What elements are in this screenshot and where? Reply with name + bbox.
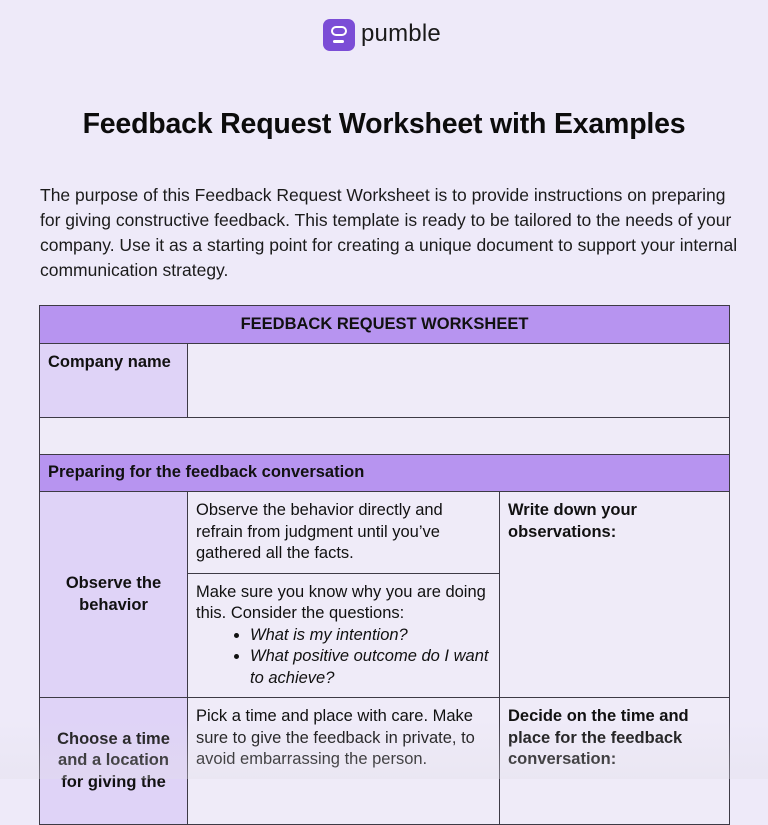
feedback-worksheet-table: FEEDBACK REQUEST WORKSHEET Company name … (38, 305, 731, 825)
time-place-field[interactable]: Decide on the time and place for the fee… (498, 697, 731, 825)
company-name-field[interactable] (186, 343, 731, 418)
company-name-label: Company name (39, 343, 188, 418)
instruction-observe-2: Make sure you know why you are doing thi… (187, 572, 500, 698)
brand-name: pumble (361, 19, 441, 47)
row-label-choose-time: Choose a time and a location for giving … (39, 697, 188, 825)
list-item: What positive outcome do I want to achie… (250, 646, 491, 689)
page-title: Feedback Request Worksheet with Examples (82, 108, 686, 140)
instruction-observe-1: Observe the behavior directly and refrai… (187, 491, 500, 574)
row-label-observe: Observe the behavior (39, 491, 188, 698)
observations-prompt: Write down your observations: (508, 501, 637, 541)
blank-row[interactable] (38, 417, 731, 455)
intro-paragraph: The purpose of this Feedback Request Wor… (40, 185, 738, 280)
instruction-observe-2-text: Make sure you know why you are doing thi… (196, 582, 486, 623)
intention-questions-list: What is my intention? What positive outc… (196, 625, 491, 690)
observations-field[interactable]: Write down your observations: (498, 491, 731, 698)
instruction-choose-time: Pick a time and place with care. Make su… (187, 697, 500, 825)
time-place-prompt: Decide on the time and place for the fee… (508, 707, 689, 768)
brand-logo: pumble (323, 19, 441, 51)
pumble-chat-bubble-icon (323, 19, 355, 51)
section-title: Preparing for the feedback conversation (38, 454, 731, 492)
worksheet-header: FEEDBACK REQUEST WORKSHEET (38, 305, 731, 344)
list-item: What is my intention? (250, 625, 491, 647)
